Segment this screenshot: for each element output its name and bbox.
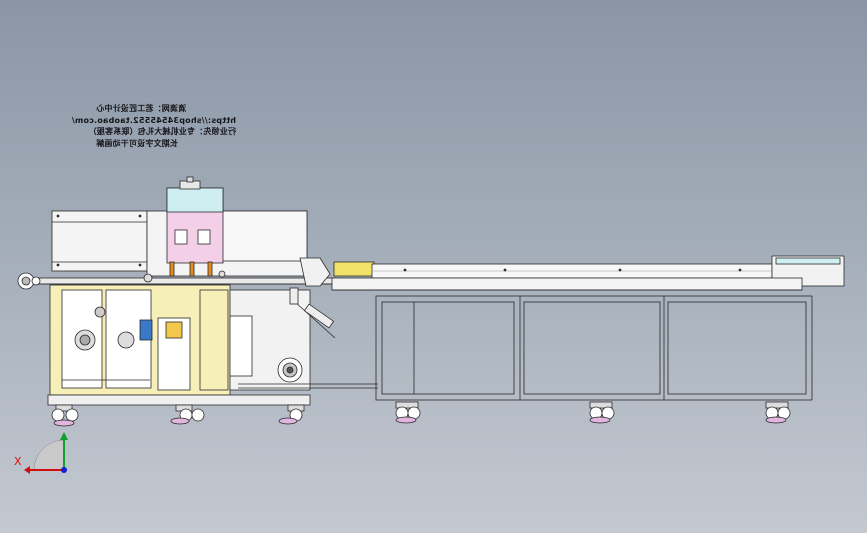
axis-triad <box>24 432 68 474</box>
conveyor <box>299 255 845 424</box>
left-casters <box>51 404 305 427</box>
control-box-top <box>166 187 224 213</box>
left-machine-unit <box>17 176 378 406</box>
note-line-1: 滴滴网：若工匠设计中心 <box>96 104 187 113</box>
x-axis-label: X <box>14 455 22 468</box>
note-line-3: 行业领先：专业机械大礼包（联系客服） <box>88 127 236 136</box>
conveyor-table <box>375 295 813 401</box>
note-line-4: 长期文字设可干动画解 <box>96 138 178 148</box>
z-axis-dot <box>61 467 67 473</box>
base-plate <box>47 394 311 406</box>
top-rail <box>27 277 339 285</box>
conveyor-feed <box>333 261 375 277</box>
upper-cabinet <box>51 210 148 272</box>
note-line-2: https://shop34545552.taobao.com/ <box>71 115 236 125</box>
watermark-note: 滴滴网：若工匠设计中心 https://shop34545552.taobao.… <box>71 103 236 149</box>
